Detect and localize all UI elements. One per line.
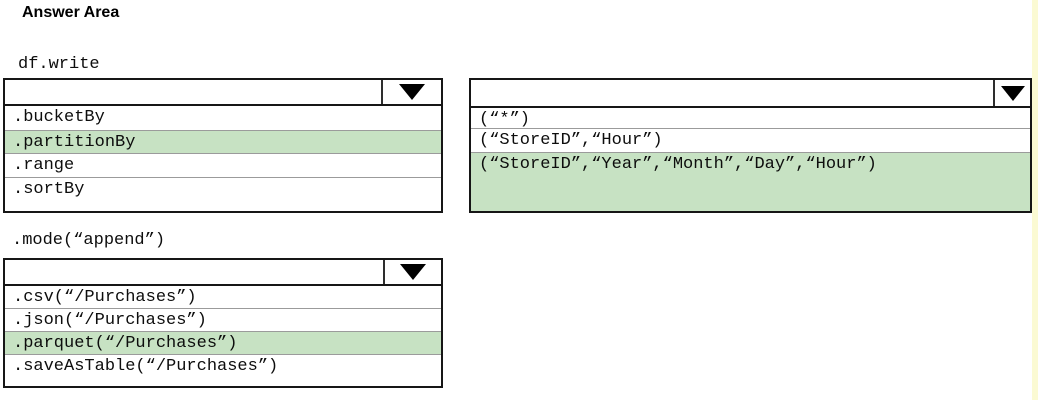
option-saveAsTable[interactable]: .saveAsTable(“/Purchases”) [5,355,441,386]
chevron-down-icon [400,264,426,280]
page-edge-strip [1032,0,1038,400]
dropdown-partition-columns: (“*”) (“StoreID”,“Hour”) (“StoreID”,“Yea… [469,78,1032,213]
option-csv[interactable]: .csv(“/Purchases”) [5,286,441,309]
option-parquet[interactable]: .parquet(“/Purchases”) [5,332,441,355]
option-json[interactable]: .json(“/Purchases”) [5,309,441,332]
dropdown-partition-columns-header[interactable] [471,80,1030,108]
answer-area-title: Answer Area [22,4,120,21]
dropdown-output-format: .csv(“/Purchases”) .json(“/Purchases”) .… [3,258,443,388]
code-label-mode-append: .mode(“append”) [12,231,166,250]
dropdown-arrow-cell[interactable] [381,80,441,104]
option-bucketBy[interactable]: .bucketBy [5,106,441,131]
dropdown-arrow-cell[interactable] [993,80,1030,106]
option-partitionBy[interactable]: .partitionBy [5,131,441,154]
option-storeid-year-month-day-hour[interactable]: (“StoreID”,“Year”,“Month”,“Day”,“Hour”) [471,153,1030,211]
option-sortBy[interactable]: .sortBy [5,178,441,211]
code-label-df-write: df.write [18,55,100,74]
chevron-down-icon [1000,85,1025,101]
chevron-down-icon [399,84,425,100]
option-storeid-hour[interactable]: (“StoreID”,“Hour”) [471,129,1030,153]
dropdown-arrow-cell[interactable] [383,260,441,284]
dropdown-write-method-header[interactable] [5,80,441,106]
option-star[interactable]: (“*”) [471,108,1030,129]
dropdown-output-format-header[interactable] [5,260,441,286]
dropdown-write-method: .bucketBy .partitionBy .range .sortBy [3,78,443,213]
option-range[interactable]: .range [5,154,441,178]
